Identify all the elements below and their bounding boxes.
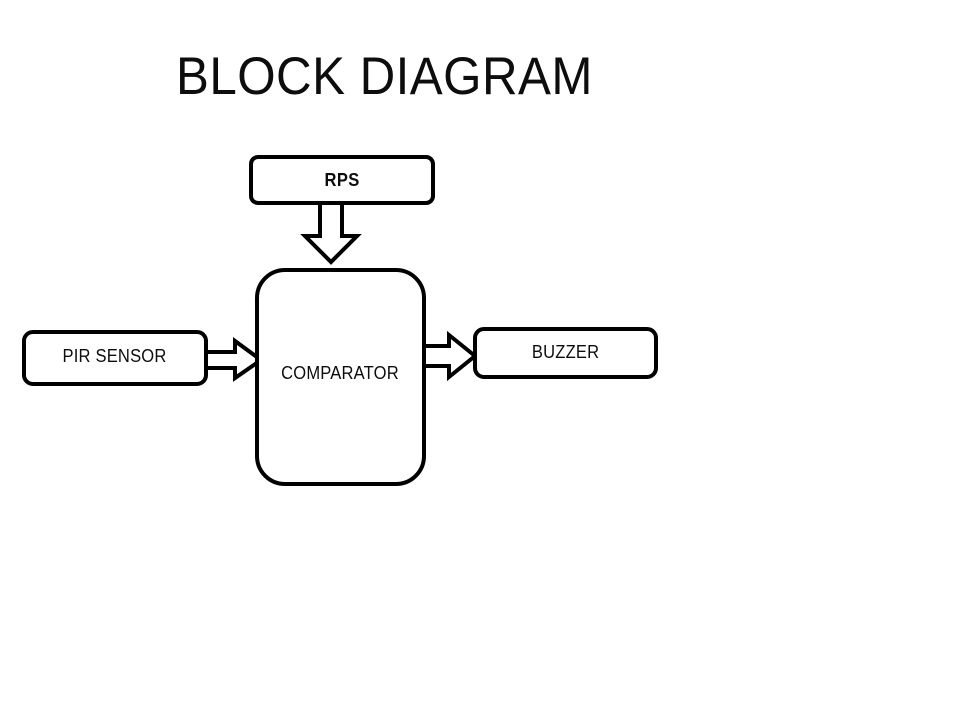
block-comparator[interactable]: COMPARATOR (255, 268, 426, 486)
arrow-comparator-to-buzzer (419, 330, 479, 382)
block-buzzer[interactable]: BUZZER (473, 327, 658, 379)
arrow-rps-to-comparator (300, 198, 362, 265)
page-title: BLOCK DIAGRAM (176, 47, 593, 106)
block-pir-sensor[interactable]: PIR SENSOR (22, 330, 208, 386)
arrow-pir-sensor-to-comparator (203, 337, 265, 382)
block-rps[interactable]: RPS (249, 155, 435, 205)
block-buzzer-label: BUZZER (531, 341, 600, 362)
block-comparator-label: COMPARATOR (281, 363, 400, 383)
block-rps-label: RPS (324, 169, 360, 190)
block-pir-sensor-label: PIR SENSOR (63, 345, 167, 366)
